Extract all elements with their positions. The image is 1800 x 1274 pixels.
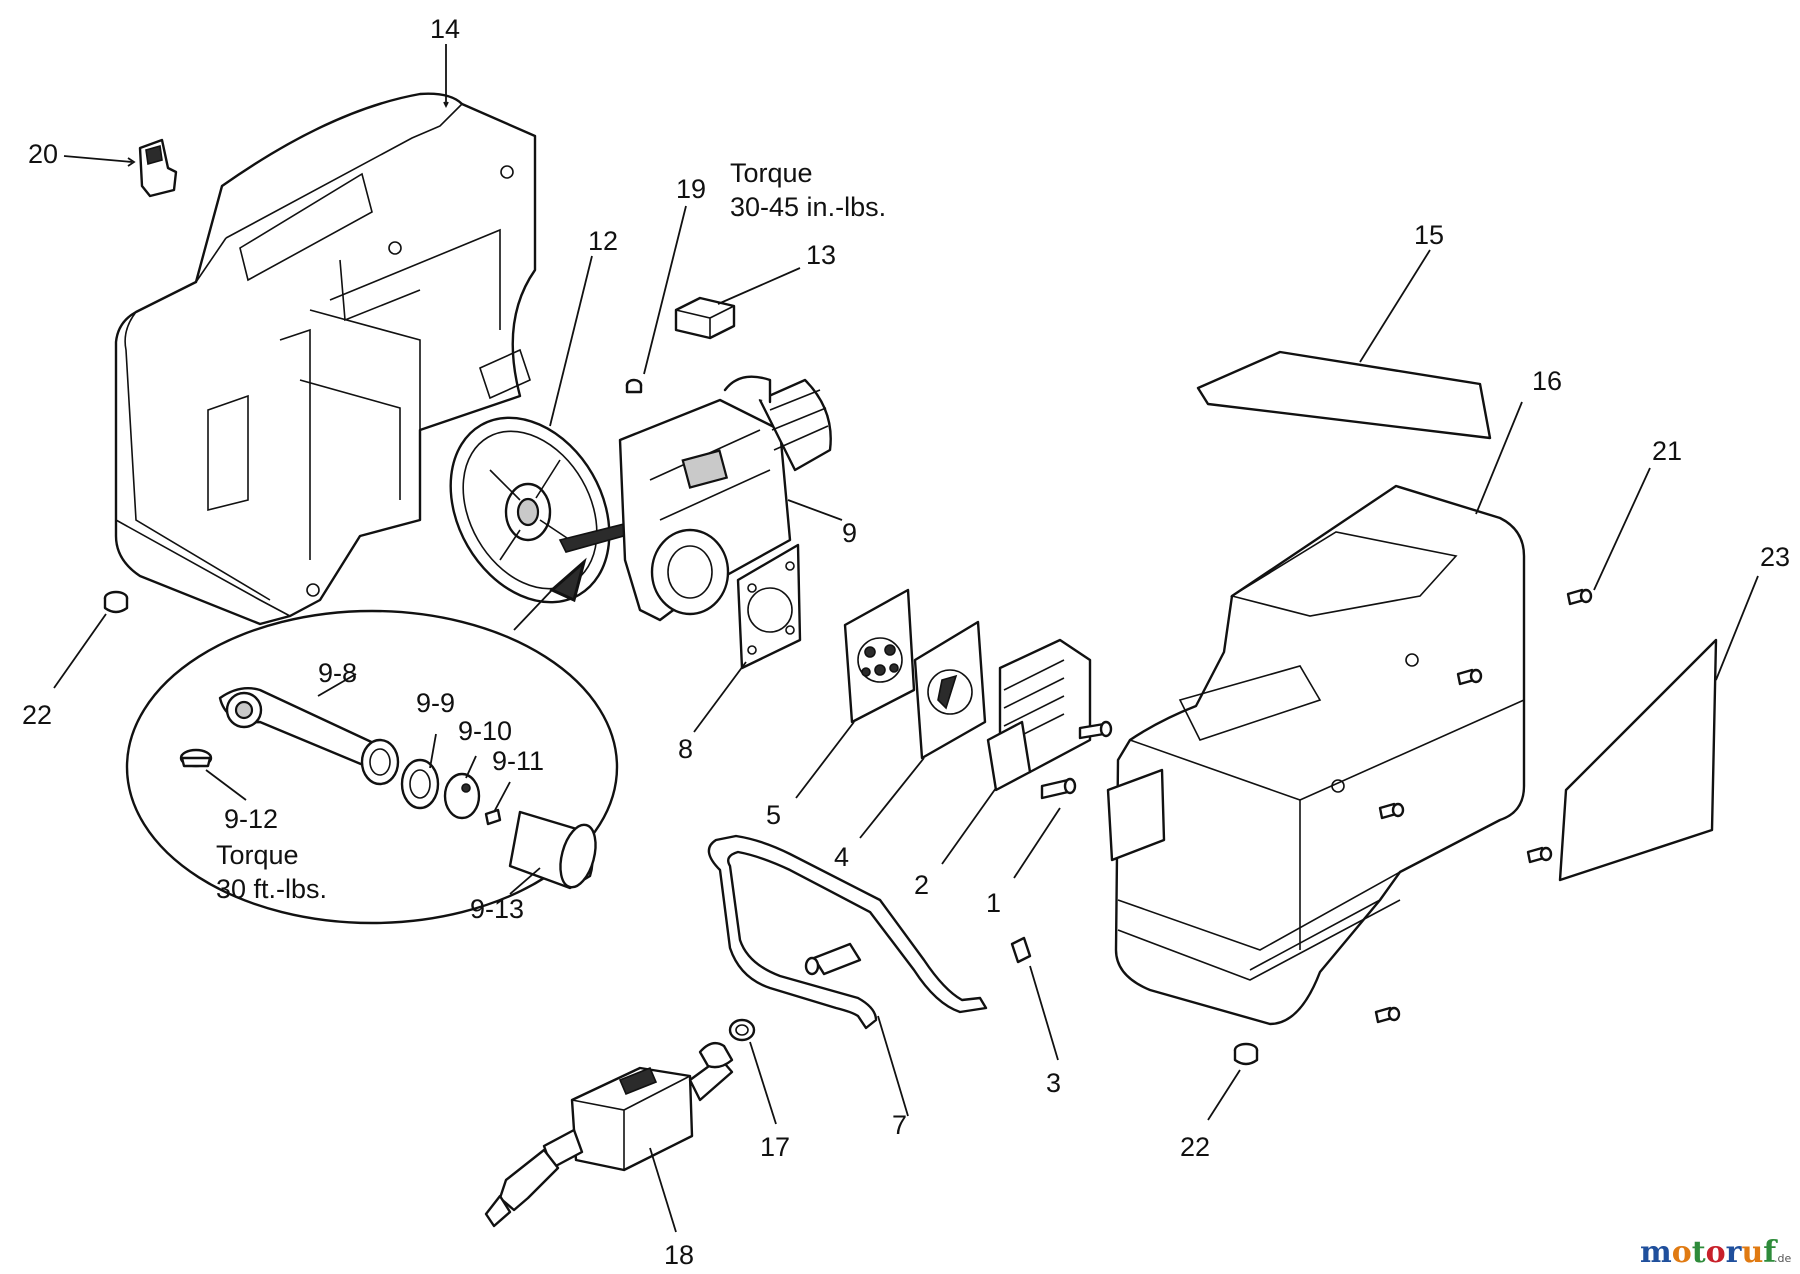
callout-17: 17 bbox=[760, 1132, 790, 1162]
callout-9-10: 9-10 bbox=[458, 716, 512, 746]
callout-9-12: 9-12 bbox=[224, 804, 278, 834]
callout-22-right: 22 bbox=[1180, 1132, 1210, 1162]
wm-letter-r: r bbox=[1726, 1235, 1743, 1270]
callout-9-11: 9-11 bbox=[492, 746, 544, 776]
part-20-switch bbox=[138, 138, 178, 198]
part-21-screws bbox=[1374, 588, 1593, 1024]
wm-letter-o2: o bbox=[1706, 1235, 1726, 1270]
callout-9-13: 9-13 bbox=[470, 894, 524, 924]
callout-23: 23 bbox=[1760, 542, 1790, 572]
part-14-rear-shroud bbox=[114, 92, 537, 626]
motoruf-watermark: motoruf .de bbox=[1640, 1235, 1791, 1270]
callout-20: 20 bbox=[28, 139, 58, 169]
callout-9-8: 9-8 bbox=[318, 658, 357, 688]
callout-16: 16 bbox=[1532, 366, 1562, 396]
svg-text:motoruf: motoruf bbox=[1640, 1235, 1778, 1270]
part-9-pump-assembly bbox=[618, 375, 832, 622]
part-17-clamp bbox=[728, 1018, 756, 1042]
part-3-clip bbox=[1010, 936, 1032, 964]
part-13-filter bbox=[674, 296, 736, 340]
part-8-gasket bbox=[736, 543, 802, 670]
callout-9: 9 bbox=[842, 518, 857, 548]
callout-3: 3 bbox=[1046, 1068, 1061, 1098]
part-18-regulator bbox=[484, 1041, 734, 1228]
part-23-decal bbox=[1558, 638, 1718, 882]
torque-note-inset-line1: Torque bbox=[216, 840, 299, 870]
callout-13: 13 bbox=[806, 240, 836, 270]
torque-note-inset-line2: 30 ft.-lbs. bbox=[216, 874, 327, 904]
part-19-bolt bbox=[625, 378, 643, 394]
leader-lines bbox=[53, 44, 1759, 1233]
part-12-pulley-belt bbox=[449, 416, 647, 604]
part-16-front-shroud bbox=[1106, 484, 1526, 1026]
wm-letter-t: t bbox=[1692, 1235, 1706, 1270]
callout-1: 1 bbox=[986, 888, 1001, 918]
callout-19: 19 bbox=[676, 174, 706, 204]
callout-2: 2 bbox=[914, 870, 929, 900]
part-22-foot-right bbox=[1233, 1042, 1259, 1066]
callout-15: 15 bbox=[1414, 220, 1444, 250]
part-22-foot-left bbox=[103, 590, 129, 614]
part-7-tube bbox=[707, 834, 988, 1030]
part-4-gasket bbox=[913, 620, 987, 760]
callout-12: 12 bbox=[588, 226, 618, 256]
wm-letter-f: f bbox=[1763, 1235, 1778, 1270]
part-2-cylinder-head bbox=[986, 638, 1092, 792]
wm-letter-m: m bbox=[1640, 1235, 1672, 1270]
wm-letter-o: o bbox=[1672, 1235, 1692, 1270]
part-1-bolts bbox=[1040, 720, 1113, 800]
torque-note-top-line1: Torque bbox=[730, 158, 813, 188]
callout-9-9: 9-9 bbox=[416, 688, 455, 718]
callout-14: 14 bbox=[430, 14, 460, 44]
part-5-valve-plate bbox=[843, 588, 916, 724]
torque-notes: Torque 30-45 in.-lbs. Torque 30 ft.-lbs. bbox=[216, 158, 886, 904]
callout-4: 4 bbox=[834, 842, 849, 872]
part-15-decal bbox=[1196, 350, 1492, 440]
wm-suffix: .de bbox=[1774, 1252, 1791, 1265]
callout-labels: 14 20 19 12 13 15 16 21 23 9 22 22 8 5 4… bbox=[22, 14, 1790, 1270]
inset-connecting-rod-detail bbox=[125, 557, 619, 925]
torque-note-top-line2: 30-45 in.-lbs. bbox=[730, 192, 886, 222]
wm-letter-u: u bbox=[1741, 1235, 1763, 1270]
callout-8: 8 bbox=[678, 734, 693, 764]
callout-5: 5 bbox=[766, 800, 781, 830]
callout-21: 21 bbox=[1652, 436, 1682, 466]
callout-22-left: 22 bbox=[22, 700, 52, 730]
callout-18: 18 bbox=[664, 1240, 694, 1270]
callout-7: 7 bbox=[892, 1110, 907, 1140]
